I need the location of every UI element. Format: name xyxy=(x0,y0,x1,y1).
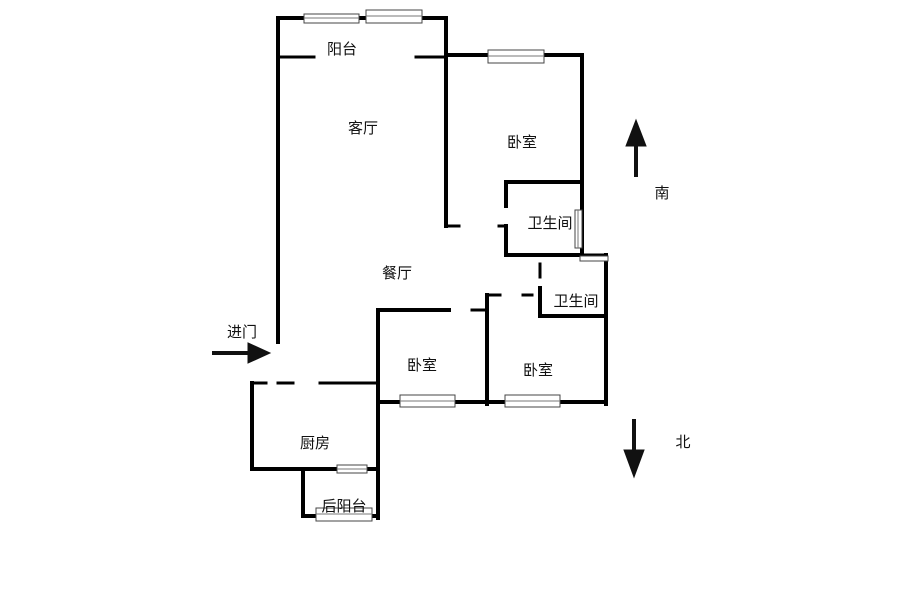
room-balcony-label: 阳台 xyxy=(327,40,357,58)
south-arrow-icon xyxy=(625,118,647,177)
compass-north-label: 北 xyxy=(675,433,690,451)
room-bathroom-1-label: 卫生间 xyxy=(527,214,572,232)
window-bedroom-main xyxy=(487,49,545,64)
entrance-arrow-icon xyxy=(212,342,272,364)
entrance-label: 进门 xyxy=(227,323,257,341)
window-kitchen xyxy=(336,464,368,474)
north-arrow-icon xyxy=(623,419,645,479)
window-bathroom-2 xyxy=(579,255,609,262)
room-bedroom-3-label: 卧室 xyxy=(523,361,553,379)
window-bedroom-3 xyxy=(504,394,561,408)
room-bedroom-main-label: 卧室 xyxy=(507,133,537,151)
room-kitchen-label: 厨房 xyxy=(300,434,330,452)
room-rear-balcony-label: 后阳台 xyxy=(321,497,366,515)
window-bedroom-2 xyxy=(399,394,456,408)
window-rear-balcony xyxy=(315,507,373,522)
window-bathroom-1 xyxy=(574,209,583,249)
window-balcony-1 xyxy=(303,13,360,24)
room-bathroom-2-label: 卫生间 xyxy=(553,292,598,310)
compass-south-label: 南 xyxy=(654,184,669,202)
window-balcony-2 xyxy=(365,9,423,24)
room-bedroom-2-label: 卧室 xyxy=(407,356,437,374)
room-living-room-label: 客厅 xyxy=(348,119,378,137)
room-dining-room-label: 餐厅 xyxy=(382,264,412,282)
